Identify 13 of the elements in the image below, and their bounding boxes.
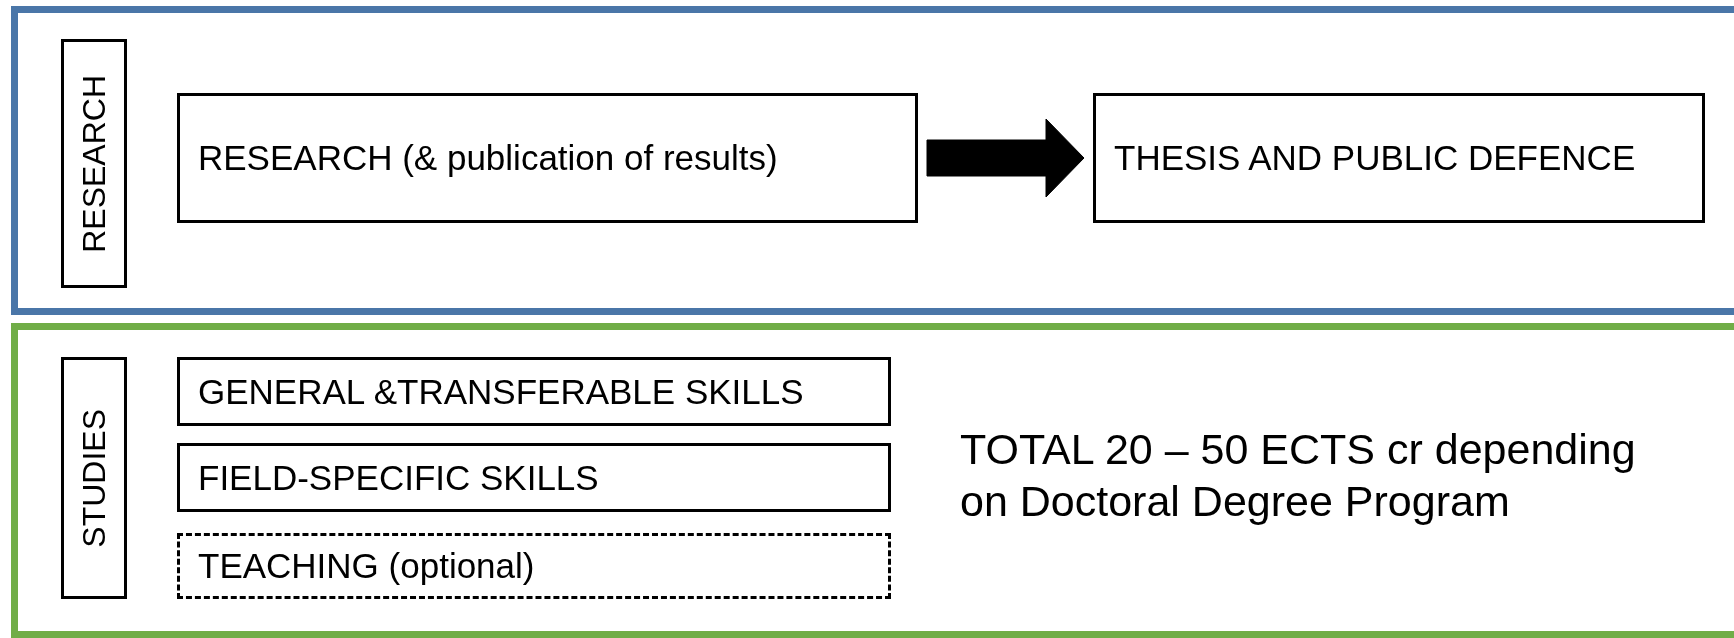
process-box: THESIS AND PUBLIC DEFENCE: [1093, 93, 1705, 223]
process-box: GENERAL &TRANSFERABLE SKILLS: [177, 357, 891, 426]
section-label: [61, 357, 127, 599]
optional-box: TEACHING (optional): [177, 533, 891, 599]
note-text: TOTAL 20 – 50 ECTS cr depending on Doctoral Degree Program: [960, 424, 1637, 527]
process-box: RESEARCH (& publication of results): [177, 93, 918, 223]
block-arrow: [926, 118, 1085, 198]
section-title: RESEARCH: [75, 74, 113, 253]
section-label: [61, 39, 127, 288]
process-box: FIELD-SPECIFIC SKILLS: [177, 443, 891, 512]
section-panel: [11, 6, 1734, 315]
section-title: STUDIES: [75, 408, 113, 548]
section-panel: [11, 323, 1734, 638]
